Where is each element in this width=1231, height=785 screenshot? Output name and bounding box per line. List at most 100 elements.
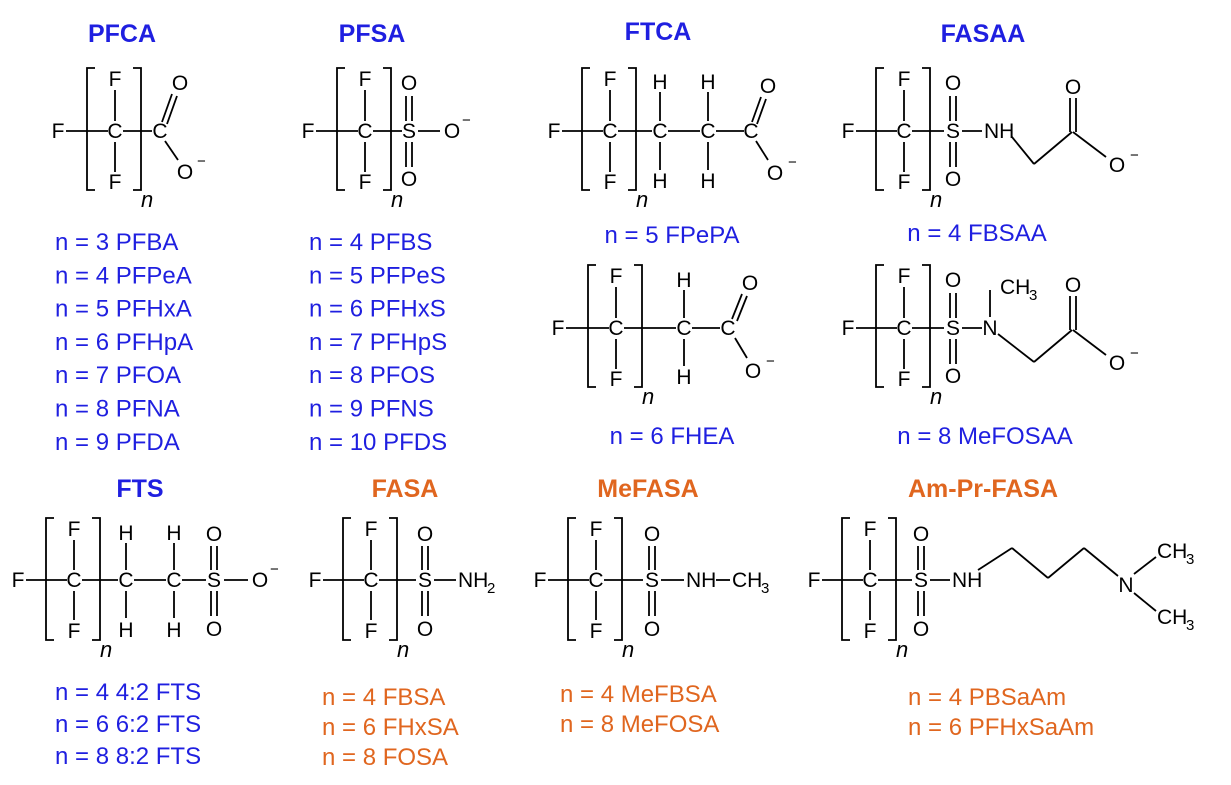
svg-text:O: O	[742, 272, 758, 295]
pfca-member-3: n = 6 PFHpA	[55, 329, 193, 356]
svg-text:C: C	[588, 569, 603, 592]
svg-text:3: 3	[761, 580, 769, 597]
svg-text:O: O	[945, 168, 961, 191]
fts-structure: F F C F H C H H C H S O O O − n	[12, 517, 279, 662]
svg-text:F: F	[898, 171, 911, 194]
svg-text:F: F	[359, 68, 372, 91]
svg-text:n: n	[930, 384, 942, 409]
svg-text:O: O	[913, 618, 929, 641]
svg-text:2: 2	[487, 580, 495, 597]
svg-text:3: 3	[1186, 617, 1194, 634]
svg-text:n: n	[636, 187, 648, 212]
fasa-structure: F F C F S O O NH 2 n	[309, 517, 495, 662]
svg-text:C: C	[652, 120, 667, 143]
pfca-structure: F F C F C O O − n	[52, 67, 206, 212]
svg-text:O: O	[206, 523, 222, 546]
pfsa-member-6: n = 10 PFDS	[309, 429, 447, 456]
pfsa-member-1: n = 5 PFPeS	[309, 262, 446, 289]
svg-text:−: −	[1130, 345, 1139, 362]
pfca-member-4: n = 7 PFOA	[55, 362, 181, 389]
svg-text:O: O	[417, 523, 433, 546]
svg-text:F: F	[365, 518, 378, 541]
svg-text:O: O	[417, 618, 433, 641]
svg-text:O: O	[401, 72, 417, 95]
fts-member-2: n = 8 8:2 FTS	[55, 743, 201, 770]
svg-text:S: S	[946, 317, 960, 340]
fasa-member-2: n = 8 FOSA	[322, 744, 448, 771]
svg-text:O: O	[1109, 352, 1125, 375]
pfsa-title: PFSA	[339, 20, 406, 48]
fasaa-member-1: n = 8 MeFOSAA	[897, 423, 1072, 450]
svg-text:F: F	[309, 569, 322, 592]
svg-text:N: N	[1118, 574, 1133, 597]
mefasa-member-1: n = 8 MeFOSA	[560, 711, 719, 738]
fasaa-member-0: n = 4 FBSAA	[907, 220, 1046, 247]
svg-text:−: −	[788, 154, 797, 171]
svg-text:NH: NH	[686, 569, 716, 592]
svg-text:−: −	[197, 153, 206, 170]
svg-text:H: H	[166, 619, 181, 642]
svg-text:F: F	[109, 68, 122, 91]
svg-text:CH: CH	[1157, 540, 1187, 563]
svg-text:n: n	[896, 637, 908, 662]
ftca-title: FTCA	[625, 18, 692, 46]
svg-text:C: C	[676, 317, 691, 340]
ftca-structure-1: F F C F H C H H C H C O O − n	[548, 67, 797, 212]
svg-text:S: S	[207, 569, 221, 592]
svg-text:H: H	[676, 269, 691, 292]
svg-text:O: O	[745, 360, 761, 383]
svg-text:F: F	[548, 120, 561, 143]
pfsa-member-0: n = 4 PFBS	[309, 229, 432, 256]
svg-text:S: S	[645, 569, 659, 592]
svg-text:C: C	[357, 120, 372, 143]
pfca-member-1: n = 4 PFPeA	[55, 262, 192, 289]
fts-member-1: n = 6 6:2 FTS	[55, 711, 201, 738]
svg-text:O: O	[1065, 76, 1081, 99]
svg-text:F: F	[610, 265, 623, 288]
pfca-member-2: n = 5 PFHxA	[55, 296, 192, 323]
pfsa-member-3: n = 7 PFHpS	[309, 329, 447, 356]
svg-text:F: F	[68, 518, 81, 541]
svg-text:O: O	[913, 523, 929, 546]
svg-text:−: −	[270, 561, 279, 578]
svg-text:F: F	[610, 368, 623, 391]
fasaa-structure-1: F F C F S O O NH O O − n	[842, 67, 1139, 212]
svg-text:H: H	[118, 522, 133, 545]
svg-text:F: F	[842, 120, 855, 143]
svg-text:O: O	[401, 168, 417, 191]
svg-text:C: C	[608, 317, 623, 340]
svg-text:S: S	[914, 569, 928, 592]
svg-text:NH: NH	[458, 569, 488, 592]
svg-text:NH: NH	[984, 120, 1014, 143]
amprfasa-title: Am-Pr-FASA	[908, 475, 1058, 503]
svg-text:NH: NH	[952, 569, 982, 592]
svg-text:S: S	[946, 120, 960, 143]
svg-text:n: n	[100, 637, 112, 662]
svg-text:H: H	[166, 522, 181, 545]
svg-text:O: O	[172, 72, 188, 95]
svg-text:n: n	[930, 187, 942, 212]
svg-text:F: F	[842, 317, 855, 340]
svg-text:F: F	[604, 171, 617, 194]
svg-text:C: C	[363, 569, 378, 592]
amprfasa-member-0: n = 4 PBSaAm	[908, 684, 1066, 711]
svg-text:C: C	[743, 120, 758, 143]
svg-text:−: −	[1130, 147, 1139, 164]
fasa-member-0: n = 4 FBSA	[322, 684, 445, 711]
svg-text:F: F	[590, 518, 603, 541]
svg-text:F: F	[359, 171, 372, 194]
pfsa-member-4: n = 8 PFOS	[309, 362, 435, 389]
svg-text:F: F	[808, 569, 821, 592]
svg-text:H: H	[118, 619, 133, 642]
ftca-member-list-1: n = 5 FPePA	[605, 222, 740, 249]
class-headers: PFCA PFSA FTCA FASAA FTS FASA MeFASA Am-…	[88, 18, 1058, 503]
svg-text:O: O	[444, 120, 460, 143]
svg-text:n: n	[141, 187, 153, 212]
svg-text:F: F	[864, 620, 877, 643]
fasaa-structure-2: F F C F S O O N CH 3 O O − n	[842, 264, 1139, 409]
